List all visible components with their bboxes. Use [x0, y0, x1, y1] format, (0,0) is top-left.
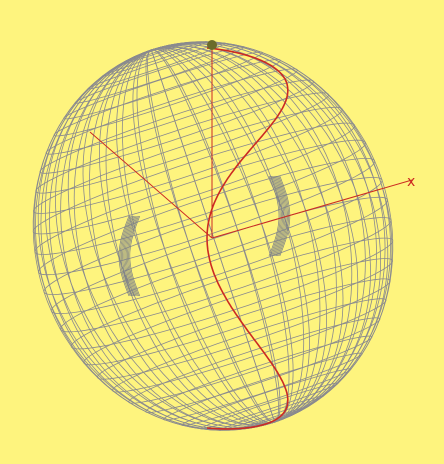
mesh-parallel	[36, 93, 329, 193]
mesh-parallel	[64, 52, 263, 119]
inner-line	[128, 215, 139, 297]
mesh-parallel	[102, 42, 206, 77]
mesh-parallel	[46, 69, 297, 154]
inner-line	[272, 175, 283, 257]
mesh-parallel	[97, 279, 390, 379]
surface-wireframe-mesh	[33, 42, 393, 431]
inner-line	[127, 215, 138, 297]
x-axis-label: x	[407, 174, 415, 190]
mesh-parallel	[134, 45, 169, 57]
mesh-parallel	[54, 60, 280, 137]
inner-line	[271, 175, 282, 257]
mesh-parallel	[182, 369, 351, 426]
inner-line	[125, 215, 137, 297]
inner-line	[274, 175, 286, 257]
inner-line	[273, 175, 285, 257]
mesh-parallel	[201, 383, 338, 429]
coordinate-axes	[89, 45, 413, 239]
mesh-parallel	[84, 259, 393, 365]
inner-line	[129, 215, 141, 297]
mesh-parallel	[34, 107, 343, 213]
x-axis	[211, 179, 413, 239]
mesh-parallel	[51, 197, 387, 313]
mesh-parallel	[129, 318, 380, 403]
mesh-parallel	[33, 123, 355, 234]
inner-line	[124, 215, 136, 297]
top-pole-marker	[207, 40, 217, 50]
red-curve	[206, 47, 289, 430]
mesh-parallel	[118, 42, 188, 65]
inner-line	[268, 175, 280, 257]
mesh-parallel	[164, 353, 363, 420]
inner-line	[279, 175, 291, 257]
mesh-parallel	[38, 158, 374, 274]
mesh-parallel	[75, 47, 244, 104]
inner-line	[121, 215, 132, 297]
mesh-parallel	[40, 80, 314, 173]
mesh-parallel	[44, 178, 382, 295]
inner-line	[118, 215, 130, 297]
y-axis	[89, 131, 213, 239]
mesh-parallel	[146, 336, 372, 413]
mesh-parallel	[71, 238, 393, 349]
inner-line	[119, 215, 131, 297]
curve-path	[206, 47, 289, 430]
mesh-parallel	[113, 299, 387, 392]
inner-line	[269, 175, 281, 257]
inner-line	[123, 215, 135, 297]
mesh-parallel	[88, 43, 225, 89]
mesh-parallel	[61, 218, 392, 332]
mesh-parallel	[35, 140, 366, 254]
inner-line	[122, 215, 133, 297]
